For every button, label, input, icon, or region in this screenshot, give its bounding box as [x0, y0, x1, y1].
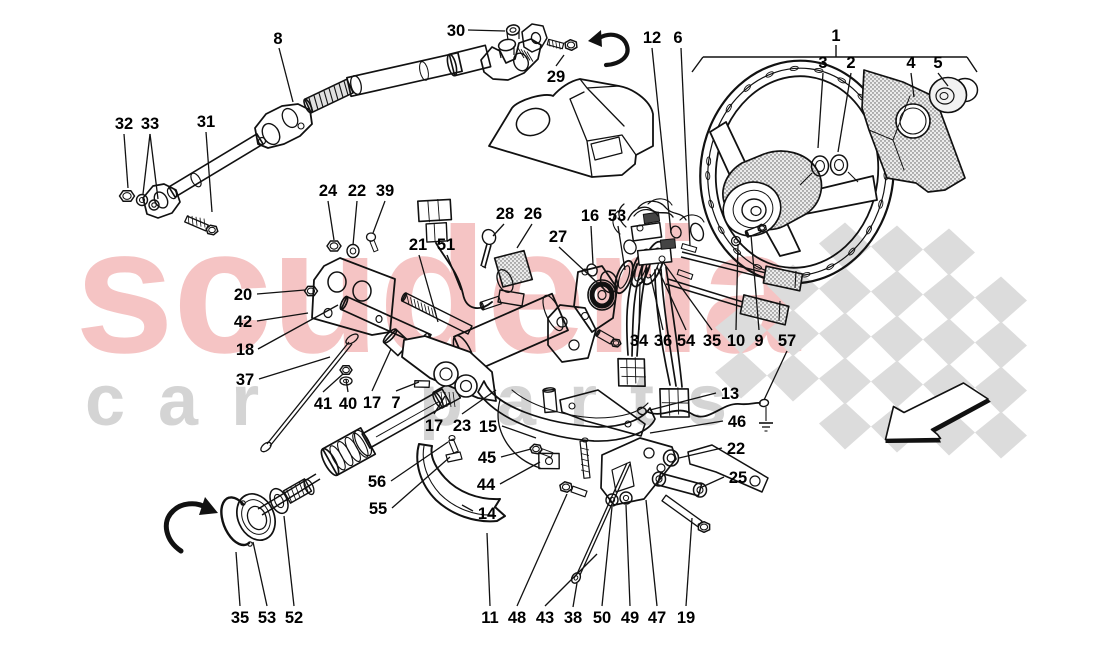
svg-text:31: 31 — [197, 113, 215, 131]
svg-text:26: 26 — [524, 205, 542, 223]
svg-text:20: 20 — [234, 286, 252, 304]
svg-text:57: 57 — [778, 332, 796, 350]
svg-text:19: 19 — [677, 609, 695, 627]
svg-text:12: 12 — [643, 29, 661, 47]
svg-text:17: 17 — [363, 394, 381, 412]
svg-text:33: 33 — [141, 115, 159, 133]
svg-text:39: 39 — [376, 182, 394, 200]
svg-text:49: 49 — [621, 609, 639, 627]
svg-text:40: 40 — [339, 395, 357, 413]
svg-text:35: 35 — [703, 332, 721, 350]
svg-text:50: 50 — [593, 609, 611, 627]
svg-text:14: 14 — [478, 505, 497, 523]
svg-text:13: 13 — [721, 385, 739, 403]
svg-text:2: 2 — [846, 54, 855, 72]
svg-text:32: 32 — [115, 115, 133, 133]
svg-text:53: 53 — [258, 609, 276, 627]
svg-text:29: 29 — [547, 68, 565, 86]
svg-text:24: 24 — [319, 182, 338, 200]
svg-text:18: 18 — [236, 341, 254, 359]
svg-text:47: 47 — [648, 609, 666, 627]
svg-text:7: 7 — [391, 394, 400, 412]
svg-text:25: 25 — [729, 469, 747, 487]
svg-text:45: 45 — [478, 449, 496, 467]
svg-text:43: 43 — [536, 609, 554, 627]
svg-text:15: 15 — [479, 418, 497, 436]
svg-text:30: 30 — [447, 22, 465, 40]
svg-text:36: 36 — [654, 332, 672, 350]
svg-text:54: 54 — [677, 332, 696, 350]
svg-text:41: 41 — [314, 395, 332, 413]
svg-text:44: 44 — [477, 476, 496, 494]
svg-text:23: 23 — [453, 417, 471, 435]
svg-text:37: 37 — [236, 371, 254, 389]
svg-text:53: 53 — [608, 207, 626, 225]
svg-text:46: 46 — [728, 413, 746, 431]
svg-text:34: 34 — [630, 332, 649, 350]
svg-text:48: 48 — [508, 609, 526, 627]
svg-text:5: 5 — [933, 54, 942, 72]
svg-text:52: 52 — [285, 609, 303, 627]
svg-text:6: 6 — [673, 29, 682, 47]
svg-text:28: 28 — [496, 205, 514, 223]
svg-text:16: 16 — [581, 207, 599, 225]
svg-text:11: 11 — [481, 609, 498, 627]
svg-text:38: 38 — [564, 609, 582, 627]
svg-text:8: 8 — [273, 30, 282, 48]
svg-text:35: 35 — [231, 609, 249, 627]
svg-text:4: 4 — [906, 54, 916, 72]
svg-text:42: 42 — [234, 313, 252, 331]
svg-text:22: 22 — [727, 440, 745, 458]
svg-text:9: 9 — [754, 332, 763, 350]
svg-text:3: 3 — [818, 54, 827, 72]
svg-text:56: 56 — [368, 473, 386, 491]
svg-text:22: 22 — [348, 182, 366, 200]
svg-text:21: 21 — [409, 236, 427, 254]
svg-text:10: 10 — [727, 332, 745, 350]
svg-text:car: car — [85, 361, 292, 441]
svg-text:27: 27 — [549, 228, 567, 246]
svg-text:17: 17 — [425, 417, 443, 435]
svg-text:51: 51 — [437, 236, 455, 254]
svg-text:55: 55 — [369, 500, 387, 518]
svg-text:1: 1 — [831, 27, 840, 45]
